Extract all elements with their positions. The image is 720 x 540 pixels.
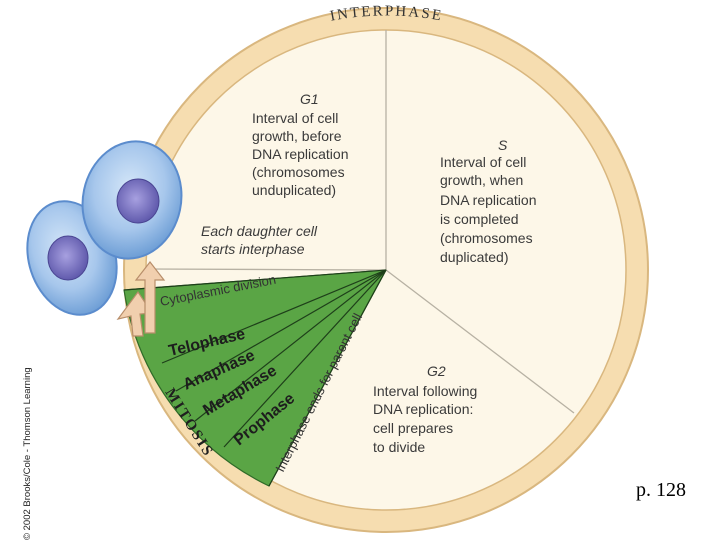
s-line-2: growth, when	[440, 172, 523, 188]
g1-line-2: growth, before	[252, 128, 342, 144]
daughter-line-2: starts interphase	[201, 241, 305, 257]
g2-line-2: DNA replication:	[373, 401, 473, 417]
g2-line-4: to divide	[373, 439, 425, 455]
s-line-5: (chromosomes	[440, 230, 533, 246]
daughter-cell-text: Each daughter cell starts interphase	[201, 223, 318, 257]
s-line-6: duplicated)	[440, 249, 509, 265]
copyright-credit: © 2002 Brooks/Cole - Thomson Learning	[22, 367, 33, 540]
g2-sector-text: G2 Interval following DNA replication: c…	[373, 363, 477, 455]
g1-line-1: Interval of cell	[252, 110, 338, 126]
division-arrows	[116, 261, 166, 337]
g1-heading: G1	[300, 91, 319, 107]
s-sector-text: S Interval of cell growth, when DNA repl…	[440, 137, 537, 265]
daughter-line-1: Each daughter cell	[201, 223, 318, 239]
s-line-4: is completed	[440, 211, 519, 227]
g1-line-4: (chromosomes	[252, 164, 345, 180]
daughter-cell-right	[81, 140, 183, 260]
g2-line-1: Interval following	[373, 383, 477, 399]
s-line-1: Interval of cell	[440, 154, 526, 170]
nucleus-right	[116, 178, 160, 224]
phase-dividers	[123, 269, 387, 487]
sector-dividers	[145, 30, 575, 414]
g2-heading: G2	[427, 363, 446, 379]
g1-sector-text: G1 Interval of cell growth, before DNA r…	[252, 91, 349, 198]
page-reference: p. 128	[636, 479, 686, 501]
g1-line-5: unduplicated)	[252, 182, 336, 198]
g2-line-3: cell prepares	[373, 420, 453, 436]
interphase-title: INTERPHASE	[329, 3, 444, 24]
nucleus-left	[47, 235, 89, 281]
s-heading: S	[498, 137, 508, 153]
s-line-3: DNA replication	[440, 192, 537, 208]
g1-line-3: DNA replication	[252, 146, 349, 162]
